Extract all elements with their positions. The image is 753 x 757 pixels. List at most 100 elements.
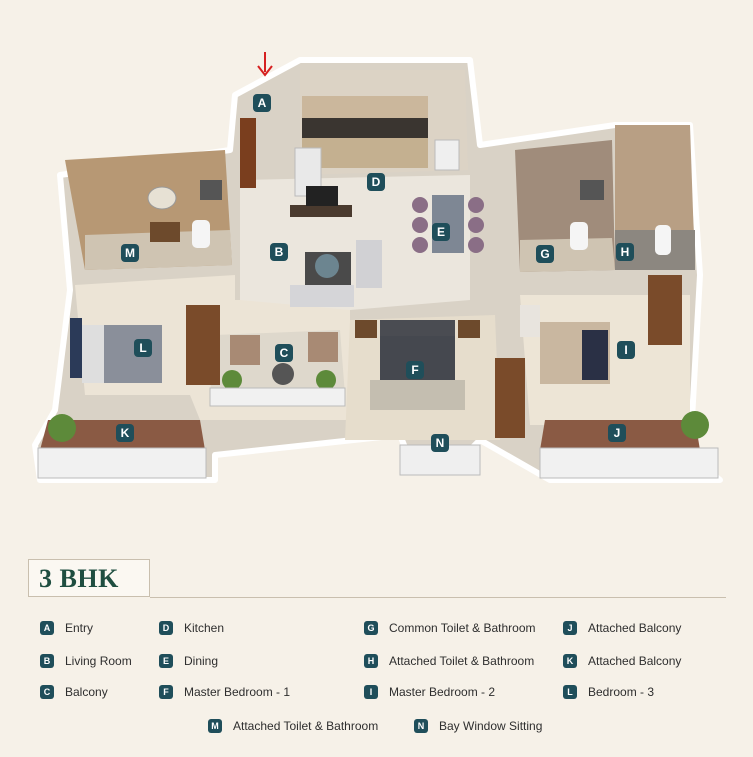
legend-item-h: H Attached Toilet & Bathroom <box>364 653 534 669</box>
legend-label: Balcony <box>65 685 108 699</box>
room-marker-letter: D <box>372 175 381 189</box>
room-marker-c: C <box>275 344 293 362</box>
bedroom-f <box>355 320 525 438</box>
rug <box>370 380 465 410</box>
wardrobe <box>186 305 220 385</box>
living-room <box>240 118 382 307</box>
lounge-chair <box>230 335 260 365</box>
legend-item-n: N Bay Window Sitting <box>414 718 542 734</box>
railing <box>209 387 346 407</box>
room-marker-letter: N <box>436 436 445 450</box>
exhaust-vent <box>200 180 222 200</box>
toilet <box>570 222 588 250</box>
legend-item-b: B Living Room <box>40 653 132 669</box>
bedroom-l <box>70 305 220 385</box>
room-marker-j: J <box>608 424 626 442</box>
nightstand <box>355 320 377 338</box>
kitchen-backsplash <box>302 118 428 138</box>
legend-item-c: C Balcony <box>40 684 108 700</box>
balcony-k <box>37 414 207 479</box>
tv-unit <box>290 205 352 217</box>
legend-label: Dining <box>184 654 219 668</box>
legend-item-i: I Master Bedroom - 2 <box>364 684 495 700</box>
legend-badge: H <box>364 654 378 668</box>
tv <box>306 186 338 206</box>
room-marker-m: M <box>121 244 139 262</box>
room-marker-letter: E <box>437 225 445 239</box>
nightstand <box>458 320 480 338</box>
room-marker-i: I <box>617 341 635 359</box>
legend-badge: N <box>414 719 428 733</box>
side-table <box>272 363 294 385</box>
coffee-table <box>315 254 339 278</box>
room-marker-letter: G <box>540 247 549 261</box>
legend-label: Living Room <box>65 654 132 668</box>
title-divider <box>150 597 726 598</box>
room-marker-e: E <box>432 223 450 241</box>
sofa <box>290 285 354 307</box>
room-marker-l: L <box>134 339 152 357</box>
entry-door <box>240 118 256 188</box>
kitchen-counter <box>302 138 428 168</box>
bathroom-h <box>615 125 695 270</box>
legend-badge: L <box>563 685 577 699</box>
bedroom-i <box>520 275 682 384</box>
legend-item-g: G Common Toilet & Bathroom <box>364 620 536 636</box>
room-marker-g: G <box>536 245 554 263</box>
legend-badge: K <box>563 654 577 668</box>
legend-label: Master Bedroom - 1 <box>184 685 291 699</box>
legend-item-f: F Master Bedroom - 1 <box>159 684 290 700</box>
legend-badge: B <box>40 654 54 668</box>
legend-item-a: A Entry <box>40 620 93 636</box>
armchair <box>356 240 382 288</box>
room-marker-letter: M <box>125 246 135 260</box>
legend-label: Attached Toilet & Bathroom <box>389 654 535 668</box>
legend-badge: D <box>159 621 173 635</box>
kitchen <box>294 70 468 197</box>
legend-label: Bay Window Sitting <box>439 719 543 733</box>
legend-badge: A <box>40 621 54 635</box>
entry-arrow-icon <box>257 52 273 77</box>
room-marker-d: D <box>367 173 385 191</box>
legend-item-k: K Attached Balcony <box>563 653 681 669</box>
legend-label: Entry <box>65 621 94 635</box>
floor-plan-illustration: A B C D E F G H I J K L M N <box>32 52 723 483</box>
plan-title-box: 3 BHK <box>28 559 150 597</box>
legend-label: Kitchen <box>184 621 225 635</box>
washing-machine <box>434 139 460 171</box>
room-marker-letter: H <box>621 245 630 259</box>
balcony-j <box>539 411 719 479</box>
room-marker-letter: B <box>275 245 284 259</box>
room-marker-letter: L <box>139 341 146 355</box>
legend-badge: I <box>364 685 378 699</box>
room-marker-letter: F <box>411 363 418 377</box>
room-marker-letter: K <box>121 426 130 440</box>
legend-item-d: D Kitchen <box>159 620 224 636</box>
legend-badge: G <box>364 621 378 635</box>
legend-label: Attached Balcony <box>588 654 682 668</box>
room-markers: A B C D E F G H I J K L M N <box>116 94 635 452</box>
kitchen-upper-cabinets <box>302 96 428 118</box>
room-marker-f: F <box>406 361 424 379</box>
room-marker-letter: I <box>624 343 627 357</box>
legend-item-e: E Dining <box>159 653 218 669</box>
room-marker-letter: C <box>280 346 289 360</box>
legend-label: Common Toilet & Bathroom <box>389 621 536 635</box>
legend-label: Attached Balcony <box>588 621 682 635</box>
dresser <box>70 318 82 378</box>
legend-badge: F <box>159 685 173 699</box>
room-marker-k: K <box>116 424 134 442</box>
mirror <box>147 186 177 210</box>
legend-label: Bedroom - 3 <box>588 685 655 699</box>
legend-label: Attached Toilet & Bathroom <box>233 719 379 733</box>
wardrobe <box>648 275 682 345</box>
legend-item-m: M Attached Toilet & Bathroom <box>208 718 378 734</box>
exhaust-vent <box>580 180 604 200</box>
bathroom-g <box>515 140 615 272</box>
room-marker-h: H <box>616 243 634 261</box>
room-marker-b: B <box>270 243 288 261</box>
room-marker-letter: J <box>614 426 621 440</box>
room-marker-letter: A <box>258 96 267 110</box>
legend-badge: M <box>208 719 222 733</box>
desk <box>520 305 540 337</box>
